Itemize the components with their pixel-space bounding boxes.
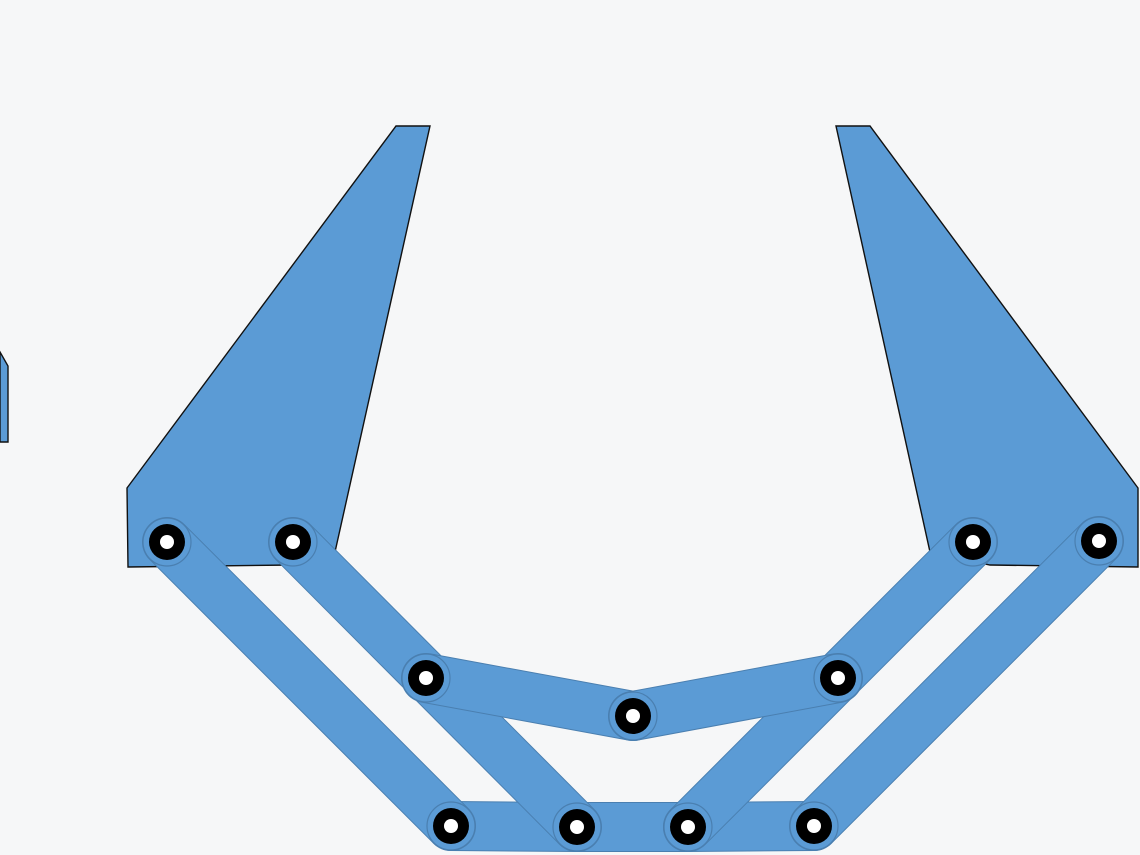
left-coupler-pin-hole <box>419 671 433 685</box>
right-jaw-inner-pin[interactable] <box>948 517 998 567</box>
base-pin-3[interactable] <box>663 802 713 852</box>
base-pin-1-hole <box>444 819 458 833</box>
left-outer-arm-body <box>143 518 475 850</box>
right-coupler-body <box>609 654 862 740</box>
right-jaw-outer-pin[interactable] <box>1074 516 1124 566</box>
right-outer-arm[interactable] <box>789 516 1124 851</box>
base-pin-4[interactable] <box>789 801 839 851</box>
base-pin-2-ring <box>552 802 602 852</box>
right-coupler-pin-ring <box>813 653 863 703</box>
base-pin-2-hole <box>570 820 584 834</box>
right-jaw-inner-pin-hole <box>966 535 980 549</box>
center-pivot-pin-hole <box>626 709 640 723</box>
left-jaw-outer-pin-ring <box>142 517 192 567</box>
left-jaw-inner-pin[interactable] <box>268 517 318 567</box>
base-pin-4-ring <box>789 801 839 851</box>
left-coupler-pin[interactable] <box>401 653 451 703</box>
base-pin-3-ring <box>663 802 713 852</box>
right-outer-arm-body <box>790 517 1123 850</box>
center-pivot-pin[interactable] <box>608 691 658 741</box>
links-layer <box>142 516 1124 852</box>
pins-layer <box>142 516 1124 852</box>
left-coupler-pin-ring <box>401 653 451 703</box>
right-coupler-pin[interactable] <box>813 653 863 703</box>
left-jaw-outer-pin-hole <box>160 535 174 549</box>
partial-jaw-fragment <box>0 350 9 443</box>
base-pin-4-hole <box>807 819 821 833</box>
base-pin-1[interactable] <box>426 801 476 851</box>
left-outer-arm[interactable] <box>142 517 476 851</box>
right-jaw-inner-pin-ring <box>948 517 998 567</box>
right-jaw-outer-pin-hole <box>1092 534 1106 548</box>
left-coupler-body <box>402 654 657 740</box>
center-pivot-pin-ring <box>608 691 658 741</box>
left-jaw-inner-pin-hole <box>286 535 300 549</box>
right-jaw-outer-pin-ring <box>1074 516 1124 566</box>
left-coupler[interactable] <box>401 653 658 741</box>
right-coupler-pin-hole <box>831 671 845 685</box>
right-coupler[interactable] <box>608 653 863 741</box>
base-pin-3-hole <box>681 820 695 834</box>
left-jaw-inner-pin-ring <box>268 517 318 567</box>
base-pin-1-ring <box>426 801 476 851</box>
base-pin-2[interactable] <box>552 802 602 852</box>
left-jaw-outer-pin[interactable] <box>142 517 192 567</box>
